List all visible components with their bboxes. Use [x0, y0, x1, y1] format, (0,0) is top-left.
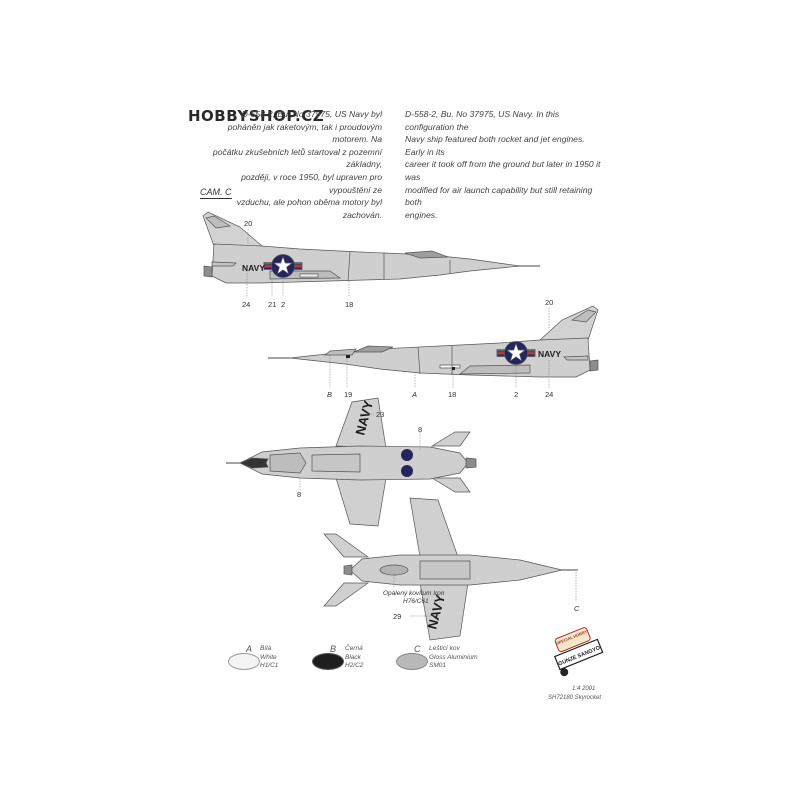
swatch-letter-b: B: [330, 644, 337, 654]
callout-19: 19: [344, 390, 353, 399]
scale-note: 1:4 2001: [572, 686, 596, 692]
swatch-letter-a: A: [246, 644, 253, 654]
callout-B: B: [327, 390, 333, 399]
en-line: engines.: [405, 209, 438, 220]
callout-20: 20: [545, 298, 554, 307]
en-line: modified for air launch capability but s…: [405, 184, 593, 208]
cz-line: D-558-2, Bu. No 37975, US Navy byl: [241, 109, 382, 119]
description-english: D-558-2, Bu. No 37975, US Navy. In this …: [405, 108, 601, 221]
callout-18: 18: [345, 300, 354, 309]
callout-20: 20: [244, 219, 253, 228]
cz-line: vzduchu, ale pohon oběma motory byl zach…: [236, 197, 382, 220]
swatch-a-en: White: [260, 653, 277, 661]
alu-note-line1: Opálený kovÍlum Iron: [383, 590, 445, 597]
callout-24: 24: [545, 390, 554, 399]
cz-line: počátku zkušebních letů startoval z poze…: [212, 146, 382, 170]
color-legend-c: C Lešticí kov Gloss Aluminium SM01: [396, 644, 506, 690]
callout-8: 8: [297, 490, 302, 499]
callout-23: 23: [376, 410, 385, 419]
watermark-text: HOBBYSHOP.CZ: [188, 107, 325, 125]
side-view-right: [268, 305, 599, 378]
swatch-c-text: Lešticí kov Gloss Aluminium SM01: [429, 645, 478, 671]
swatch-black: [312, 653, 344, 670]
swatch-b-cz: Černá: [345, 645, 363, 652]
en-line: Navy ship featured both rocket and jet e…: [405, 134, 585, 157]
swatch-a-cz: Bílá: [260, 645, 272, 652]
callout-24: 24: [242, 300, 251, 309]
callout-2: 2: [281, 300, 286, 309]
callout-21: 21: [268, 300, 277, 309]
cz-line: později, v roce 1950, byl upraven pro vy…: [241, 171, 382, 195]
callout-8: 8: [418, 425, 423, 434]
callout-2: 2: [514, 390, 519, 399]
callout-18: 18: [448, 390, 457, 399]
swatch-gloss-aluminium: [396, 653, 428, 670]
lower-plan-view: [323, 497, 578, 641]
cz-line: poháněn jak raketovým, tak i proudovým m…: [227, 121, 382, 145]
swatch-c-en: Gloss Aluminium: [429, 653, 478, 661]
callout-leaders-1: [246, 229, 350, 297]
gunze-sangyo-logo: SPECIAL HOBBY GUNZE SANGYO: [553, 627, 604, 677]
swatch-c-code: SM01: [429, 662, 446, 670]
en-line: D-558-2, Bu. No 37975, US Navy. In this …: [405, 109, 560, 132]
navy-marking-side1: NAVY: [242, 263, 265, 273]
swatch-white: [228, 653, 260, 670]
alu-note-line2: H76/C61: [403, 598, 429, 605]
swatch-letter-c: C: [414, 644, 421, 654]
swatch-a-text: Bílá White H1/C1: [260, 645, 278, 671]
swatch-b-text: Černá Black H2/C2: [345, 645, 363, 671]
swatch-b-en: Black: [345, 653, 361, 661]
en-line: career it took off from the ground but l…: [405, 159, 601, 182]
alu-note: Opálený kovÍlum Iron H76/C61: [383, 590, 444, 606]
kit-name: SH72180 Skyrocket: [548, 695, 602, 701]
callout-29: 29: [393, 612, 402, 621]
description-czech: D-558-2, Bu. No 37975, US Navy byl pohán…: [200, 108, 382, 221]
swatch-b-code: H2/C2: [345, 662, 364, 670]
brand-logo: SPECIAL HOBBY GUNZE SANGYO: [549, 626, 605, 680]
side-view-left: [202, 211, 540, 284]
callout-leaders-4: [393, 572, 577, 617]
callout-C: C: [574, 604, 580, 613]
swatch-c-cz: Lešticí kov: [429, 645, 460, 652]
swatch-a-code: H1/C1: [260, 662, 279, 670]
callout-leaders-3: [299, 413, 421, 490]
upper-plan-view: [226, 397, 477, 527]
navy-marking-side2: NAVY: [538, 349, 561, 359]
callout-A: A: [412, 390, 418, 399]
callout-leaders-2: [329, 308, 550, 388]
color-legend: A Bílá White H1/C1 B Černá Black H2/C2: [228, 644, 418, 690]
camo-label: CAM. C: [200, 187, 232, 199]
